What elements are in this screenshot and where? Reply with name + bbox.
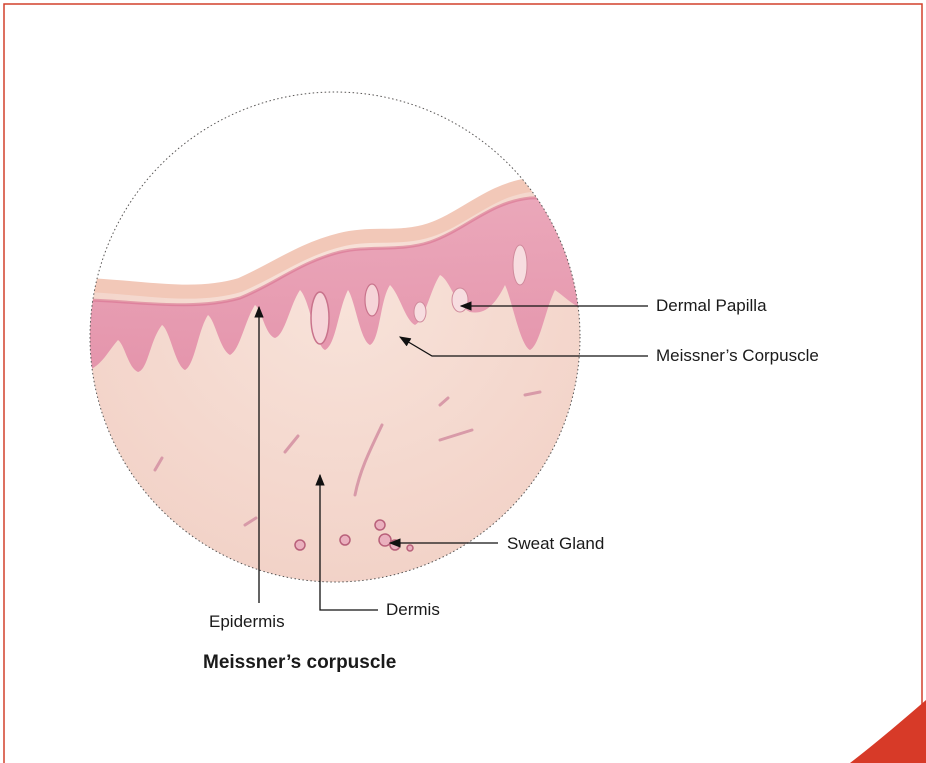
sweat-gland-label: Sweat Gland [507,534,604,554]
corpuscle-shape [311,292,329,344]
dermal-papilla-label: Dermal Papilla [656,296,767,316]
dermis-label: Dermis [386,600,440,620]
epidermis-label: Epidermis [209,612,285,632]
corner-accent [850,700,926,763]
meissners-corpuscle-label: Meissner’s Corpuscle [656,346,819,366]
tissue-section [80,90,600,590]
figure-caption: Meissner’s corpuscle [203,652,396,674]
